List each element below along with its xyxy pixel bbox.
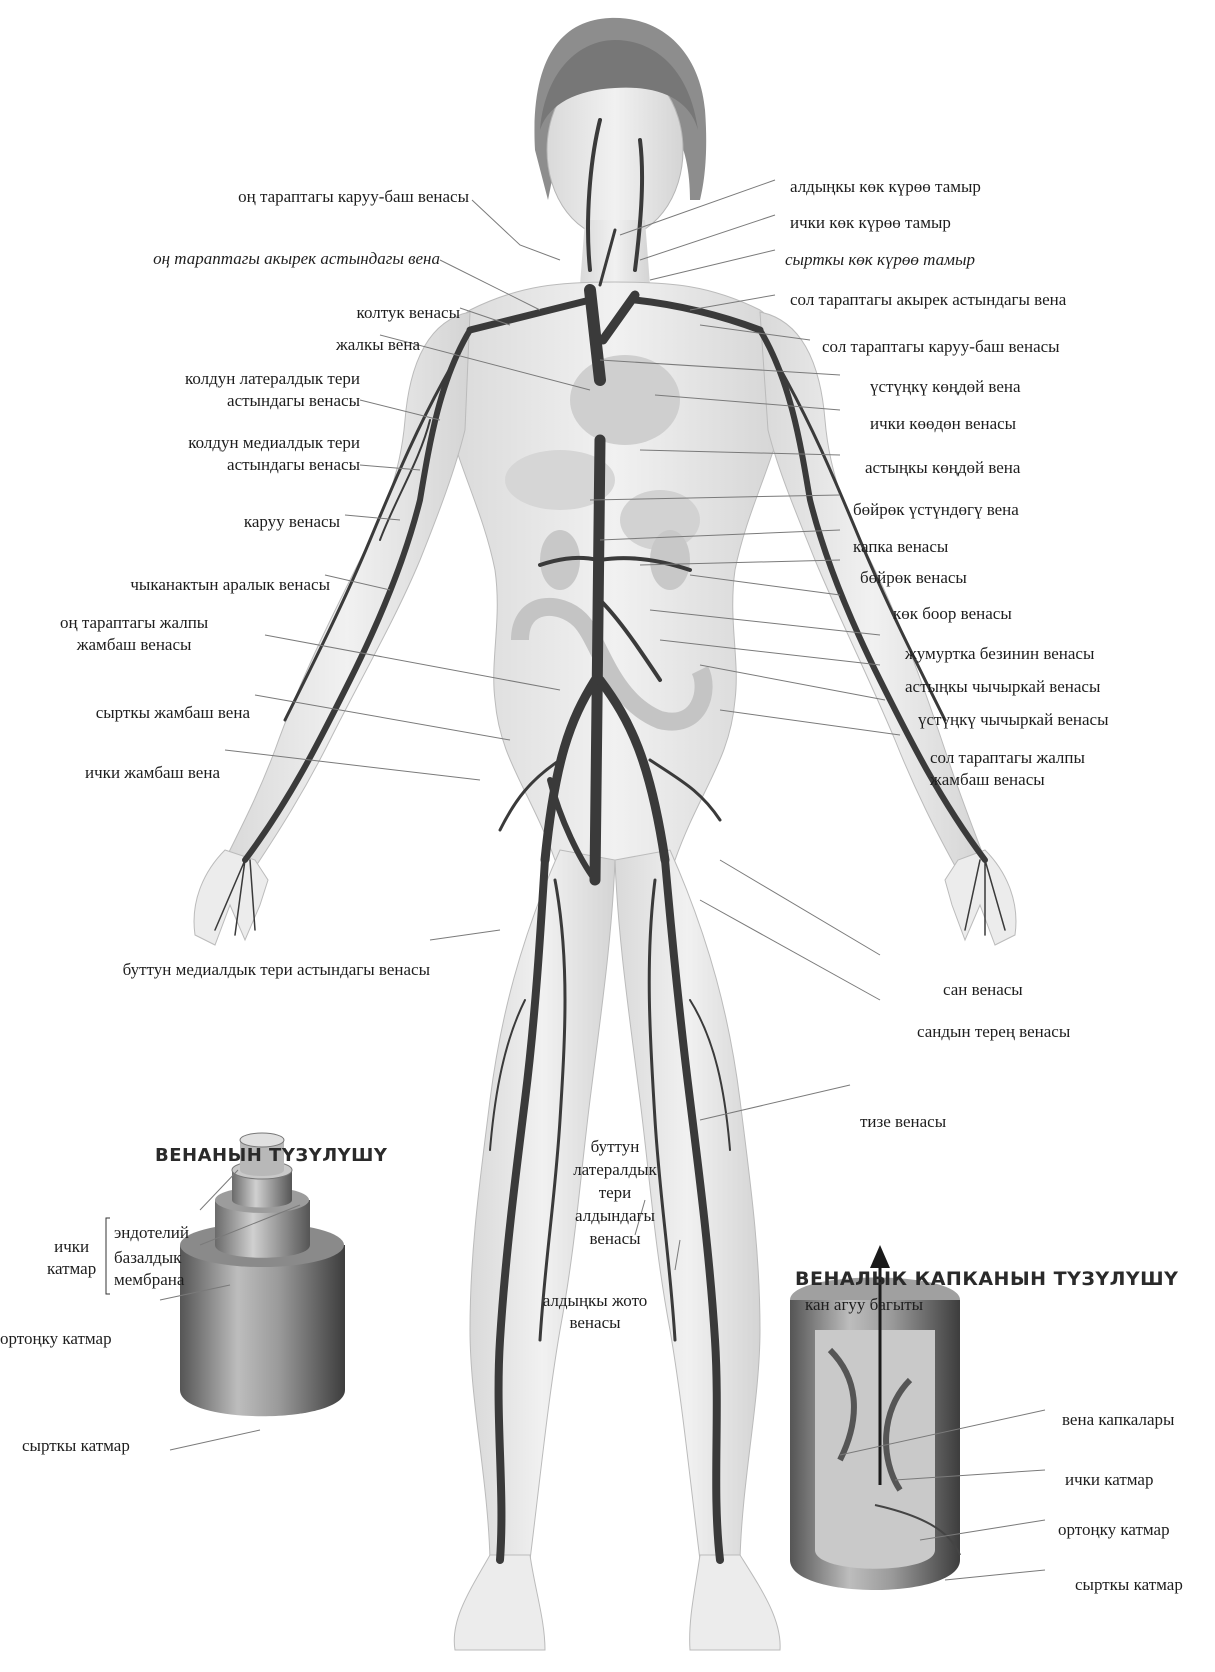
label-brachial-vein: каруу венасы: [244, 512, 340, 531]
label-superior-mesenteric-vein: үстүңкү чычыркай венасы: [918, 710, 1109, 729]
label-renal-vein: бөйрөк венасы: [860, 568, 967, 587]
label-inferior-vena-cava: астыңкы көңдөй вена: [865, 458, 1020, 477]
vein-structure-title: ВЕНАНЫН ТҮЗҮЛҮШҮ: [155, 1145, 387, 1166]
heart: [570, 355, 680, 445]
left-foot: [690, 1555, 780, 1650]
label-right-brachiocephalic-vein: оң тараптагы каруу-баш венасы: [238, 187, 469, 206]
label-external-iliac-vein: сырткы жамбаш вена: [96, 703, 250, 722]
label-endothelium: эндотелий: [114, 1223, 189, 1242]
label-cephalic-vein: колдун латералдык тери астындагы венасы: [185, 368, 360, 412]
label-basilic-vein: колдун медиалдык тери астындагы венасы: [188, 432, 360, 476]
label-deep-femoral-vein: сандын терең венасы: [917, 1022, 1070, 1041]
inner-layer-bracket: [104, 1216, 112, 1296]
right-hand: [194, 850, 268, 945]
label-right-common-iliac-vein: оң тараптагы жалпы жамбаш венасы: [60, 612, 208, 656]
label-portal-vein: капка венасы: [853, 537, 948, 556]
label-left-brachiocephalic-vein: сол тараптагы каруу-баш венасы: [822, 337, 1060, 356]
label-valve-outer-layer: сырткы катмар: [1075, 1575, 1183, 1594]
left-hand: [945, 850, 1016, 945]
label-external-jugular-vein: сырткы көк күрөө тамыр: [785, 250, 975, 269]
label-left-subclavian-vein: сол тараптагы акырек астындагы вена: [790, 290, 1066, 309]
label-internal-jugular-vein: ички көк күрөө тамыр: [790, 213, 951, 232]
label-anterior-jugular-vein: алдыңкы көк күрөө тамыр: [790, 177, 981, 196]
valve-structure-title: ВЕНАЛЫК КАПКАНЫН ТҮЗҮЛҮШҮ: [795, 1268, 1178, 1290]
label-femoral-vein: сан венасы: [943, 980, 1023, 999]
label-right-subclavian-vein: оң тараптагы акырек астындагы вена: [153, 249, 440, 268]
label-small-saphenous-vein: буттун латералдык тери алдындагы венасы: [560, 1135, 670, 1250]
label-blood-flow-direction: кан агуу багыты: [805, 1295, 923, 1314]
label-axillary-vein: колтук венасы: [357, 303, 460, 322]
vein-cross-section-illustration: [180, 1133, 345, 1416]
right-foot: [454, 1555, 545, 1650]
label-ovarian-vein: жумуртка безинин венасы: [905, 644, 1094, 663]
label-splenic-vein: көк боор венасы: [893, 604, 1012, 623]
label-vein-valves: вена капкалары: [1062, 1410, 1174, 1429]
label-great-saphenous-vein: буттун медиалдык тери астындагы венасы: [123, 960, 430, 979]
label-azygos-vein: жалкы вена: [336, 335, 420, 354]
label-inferior-mesenteric-vein: астыңкы чычыркай венасы: [905, 677, 1100, 696]
label-basal-membrane: базалдык мембрана: [114, 1247, 184, 1291]
label-middle-layer: ортоңку катмар: [0, 1329, 112, 1348]
label-suprarenal-vein: бөйрөк үстүндөгү вена: [853, 500, 1019, 519]
label-left-common-iliac-vein: сол тараптагы жалпы жамбаш венасы: [930, 747, 1085, 791]
label-superior-vena-cava: үстүңкү көңдөй вена: [870, 377, 1021, 396]
label-internal-thoracic-vein: ички көөдөн венасы: [870, 414, 1016, 433]
label-valve-inner-layer: ички катмар: [1065, 1470, 1153, 1489]
label-inner-layer: ички катмар: [47, 1236, 96, 1280]
label-median-cubital-vein: чыканактын аралык венасы: [130, 575, 330, 594]
label-anterior-tibial-vein: алдыңкы жото венасы: [530, 1290, 660, 1334]
label-outer-layer: сырткы катмар: [22, 1436, 130, 1455]
label-internal-iliac-vein: ички жамбаш вена: [85, 763, 220, 782]
label-popliteal-vein: тизе венасы: [860, 1112, 946, 1131]
label-valve-middle-layer: ортоңку катмар: [1058, 1520, 1170, 1539]
